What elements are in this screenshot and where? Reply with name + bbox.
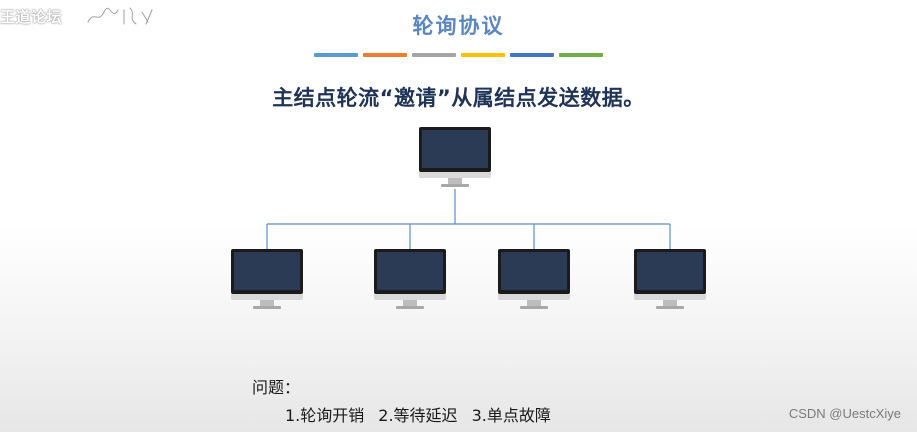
monitor-chin	[231, 294, 303, 300]
monitor-bezel	[634, 249, 706, 294]
csdn-watermark: CSDN @UestcXiye	[788, 406, 901, 421]
master-computer	[419, 127, 491, 189]
monitor-screen	[422, 130, 488, 168]
slide-title: 轮询协议	[412, 14, 505, 38]
slave-computer-1	[231, 249, 303, 311]
monitor-screen	[637, 252, 703, 290]
color-bar-segment	[314, 53, 358, 57]
color-bar-segment	[412, 53, 456, 57]
monitor-bezel	[498, 249, 570, 294]
slave-computer-3	[498, 249, 570, 311]
monitor-base	[656, 306, 684, 309]
monitor-chin	[419, 172, 491, 178]
monitor-bezel	[419, 127, 491, 172]
monitor-screen	[234, 252, 300, 290]
color-bar-segment	[461, 53, 505, 57]
color-bar	[314, 53, 603, 57]
monitor-chin	[374, 294, 446, 300]
monitor-chin	[498, 294, 570, 300]
monitor-screen	[501, 252, 567, 290]
color-bar-segment	[510, 53, 554, 57]
slave-computer-4	[634, 249, 706, 311]
monitor-chin	[634, 294, 706, 300]
monitor-base	[441, 184, 469, 187]
monitor-screen	[377, 252, 443, 290]
monitor-bezel	[374, 249, 446, 294]
watermark-logo-icon	[86, 6, 154, 26]
monitor-bezel	[231, 249, 303, 294]
monitor-neck	[448, 178, 462, 184]
problem-item: 2.等待延迟	[378, 406, 458, 425]
color-bar-segment	[363, 53, 407, 57]
problems-label: 问题：	[252, 378, 301, 397]
monitor-base	[520, 306, 548, 309]
watermark-text: 王道论坛	[0, 8, 63, 26]
monitor-neck	[527, 300, 541, 306]
monitor-base	[253, 306, 281, 309]
problem-item: 1.轮询开销	[285, 406, 365, 425]
monitor-neck	[403, 300, 417, 306]
problems-list: 1.轮询开销 2.等待延迟 3.单点故障	[285, 402, 551, 426]
monitor-base	[396, 306, 424, 309]
slide-subtitle: 主结点轮流“邀请”从属结点发送数据。	[272, 86, 645, 110]
problem-item: 3.单点故障	[471, 406, 551, 425]
slave-computer-2	[374, 249, 446, 311]
color-bar-segment	[559, 53, 603, 57]
monitor-neck	[260, 300, 274, 306]
monitor-neck	[663, 300, 677, 306]
